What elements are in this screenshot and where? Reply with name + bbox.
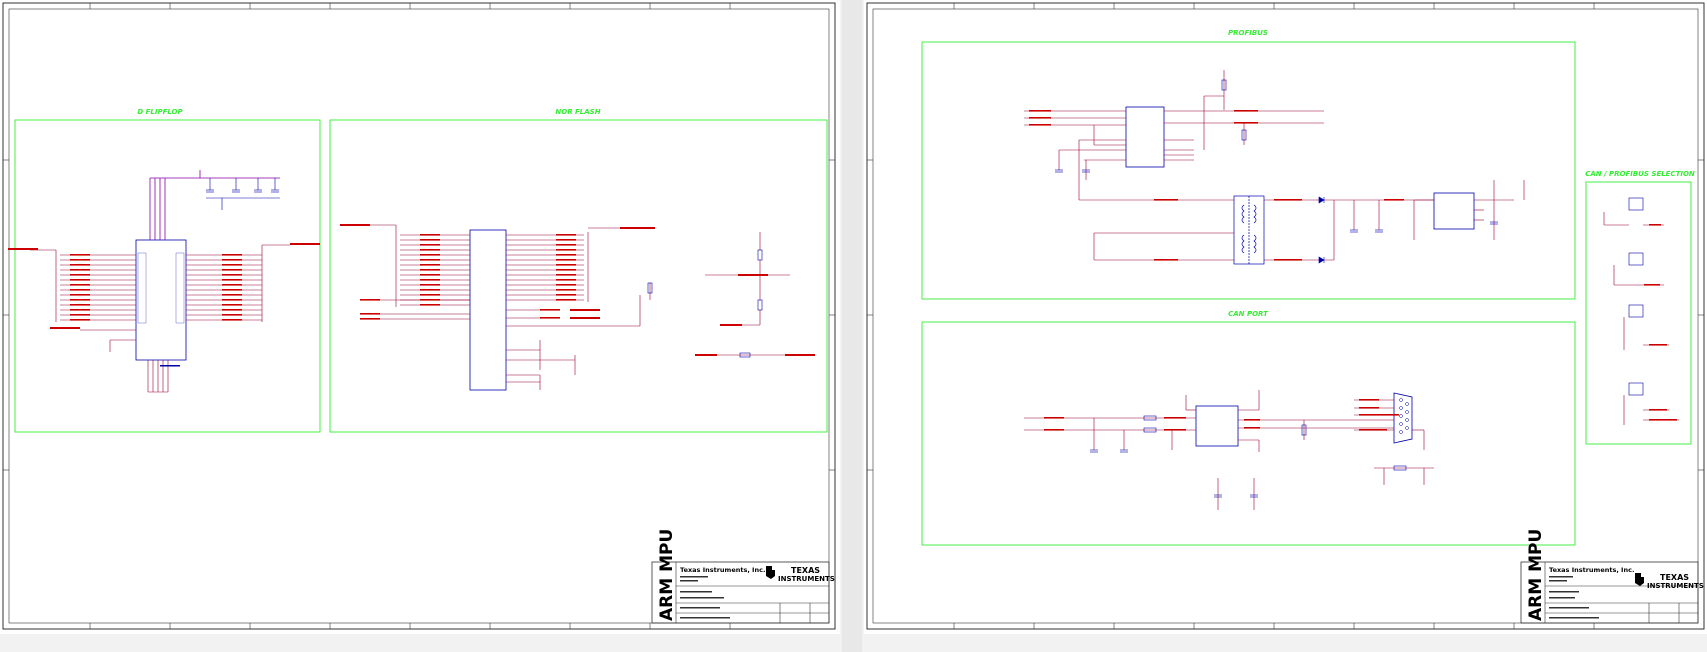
profibus-section-box xyxy=(921,41,1576,300)
ti-logo-icon xyxy=(1635,573,1644,586)
can-net-labels xyxy=(1044,399,1399,431)
can-port-section-title: CAN PORT xyxy=(1228,310,1269,318)
profibus-wires xyxy=(1024,70,1525,261)
nor-section-box xyxy=(329,119,828,433)
nor-address-wires xyxy=(370,224,641,390)
profibus-diodes-caps xyxy=(1055,169,1498,264)
ti-brand-line2: INSTRUMENTS xyxy=(778,575,835,583)
ti-brand-line1: TEXAS xyxy=(791,566,820,575)
dff-supply-bus xyxy=(149,170,280,240)
schematic-sheet-left: D FLIPFLOP xyxy=(0,0,840,634)
db9-connector-symbol xyxy=(1393,392,1413,444)
ti-brand-line2: INSTRUMENTS xyxy=(1647,582,1704,590)
nor-section-title: NOR FLASH xyxy=(555,108,600,116)
sheet-inner-frame xyxy=(872,8,1699,624)
title-block-company: Texas Instruments, Inc. xyxy=(1549,566,1634,574)
can-transceiver-ic xyxy=(1195,405,1239,447)
title-block-frame xyxy=(1520,561,1699,624)
dff-section-box xyxy=(14,119,321,433)
selection-switches xyxy=(1603,197,1679,425)
profibus-net-labels xyxy=(1029,110,1404,261)
title-block-frame xyxy=(651,561,830,624)
sheet-gutter xyxy=(842,0,862,652)
profibus-regulator-ic xyxy=(1433,192,1475,230)
dff-net-labels xyxy=(8,243,320,329)
selection-section-box xyxy=(1585,181,1692,445)
dff-decoupling-caps xyxy=(206,178,280,210)
schematic-sheet-right: PROFIBUS xyxy=(864,0,1707,634)
frame-ticks xyxy=(867,3,1704,629)
sheet-frame xyxy=(2,2,836,630)
nor-pullup-network xyxy=(647,232,790,358)
profibus-section-title: PROFIBUS xyxy=(1228,29,1268,37)
selection-net-labels xyxy=(1644,224,1677,421)
sheet-inner-frame xyxy=(8,8,830,624)
can-caps xyxy=(1090,449,1258,498)
nor-right-net-labels xyxy=(695,274,815,356)
dff-section-title: D FLIPFLOP xyxy=(137,108,183,116)
nor-net-labels xyxy=(340,224,655,320)
frame-ticks xyxy=(3,3,835,629)
dff-pin-markers xyxy=(137,252,185,367)
title-block-logo: ARM MPU xyxy=(1526,529,1546,621)
isolation-transformer xyxy=(1233,195,1265,265)
can-port-section-box xyxy=(921,321,1576,546)
ti-brand-line1: TEXAS xyxy=(1660,573,1689,582)
db9-pins xyxy=(1399,398,1409,434)
dff-ic-symbol xyxy=(135,239,187,361)
title-block-logo: ARM MPU xyxy=(657,529,677,621)
nor-flash-ic-symbol xyxy=(469,229,507,391)
title-block-company: Texas Instruments, Inc. xyxy=(680,566,765,574)
schematic-left-drawing: D FLIPFLOP xyxy=(2,2,836,630)
sheet-frame xyxy=(866,2,1705,630)
schematic-right-drawing: PROFIBUS xyxy=(866,2,1705,630)
ti-logo-icon xyxy=(766,566,775,579)
profibus-transceiver-ic xyxy=(1125,106,1165,168)
selection-section-title: CAN / PROFIBUS SELECTION xyxy=(1585,170,1695,178)
